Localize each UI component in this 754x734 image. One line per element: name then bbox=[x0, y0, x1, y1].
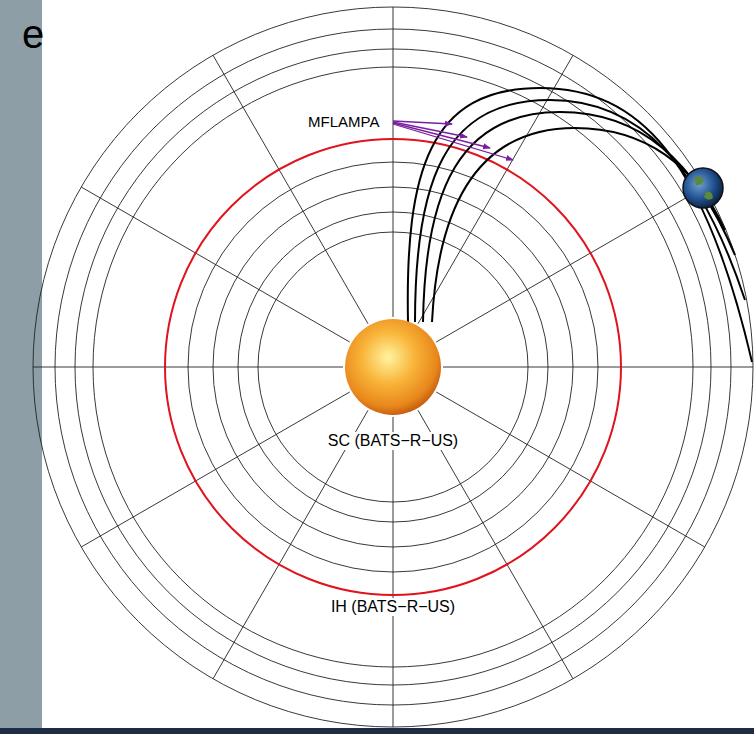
grid-ring bbox=[33, 7, 753, 727]
grid-spoke bbox=[418, 55, 573, 323]
pointer-arrows bbox=[393, 121, 513, 160]
grid-spoke bbox=[393, 417, 394, 727]
sun bbox=[345, 319, 441, 415]
grid-spoke bbox=[436, 392, 704, 547]
grid-spoke bbox=[81, 392, 349, 547]
boundary-circle bbox=[165, 139, 621, 595]
grid-spoke bbox=[436, 187, 704, 342]
earth-land bbox=[694, 176, 713, 199]
grid-spoke bbox=[393, 7, 394, 317]
grid-rings bbox=[33, 7, 753, 727]
grid-spoke bbox=[213, 55, 368, 323]
field-lines bbox=[408, 88, 752, 362]
region-label: IH (BATS−R−US) bbox=[329, 598, 457, 616]
model-label: MFLAMPA bbox=[306, 113, 381, 130]
grid-spoke bbox=[418, 410, 573, 678]
grid-spoke bbox=[213, 410, 368, 678]
slide-bar bbox=[0, 728, 754, 734]
grid-spoke bbox=[443, 367, 753, 368]
earth bbox=[683, 168, 723, 208]
region-label: SC (BATS−R−US) bbox=[326, 432, 460, 450]
grid-spoke bbox=[81, 187, 349, 342]
slide-title-fragment: e bbox=[22, 11, 44, 57]
grid-spoke bbox=[33, 367, 343, 368]
